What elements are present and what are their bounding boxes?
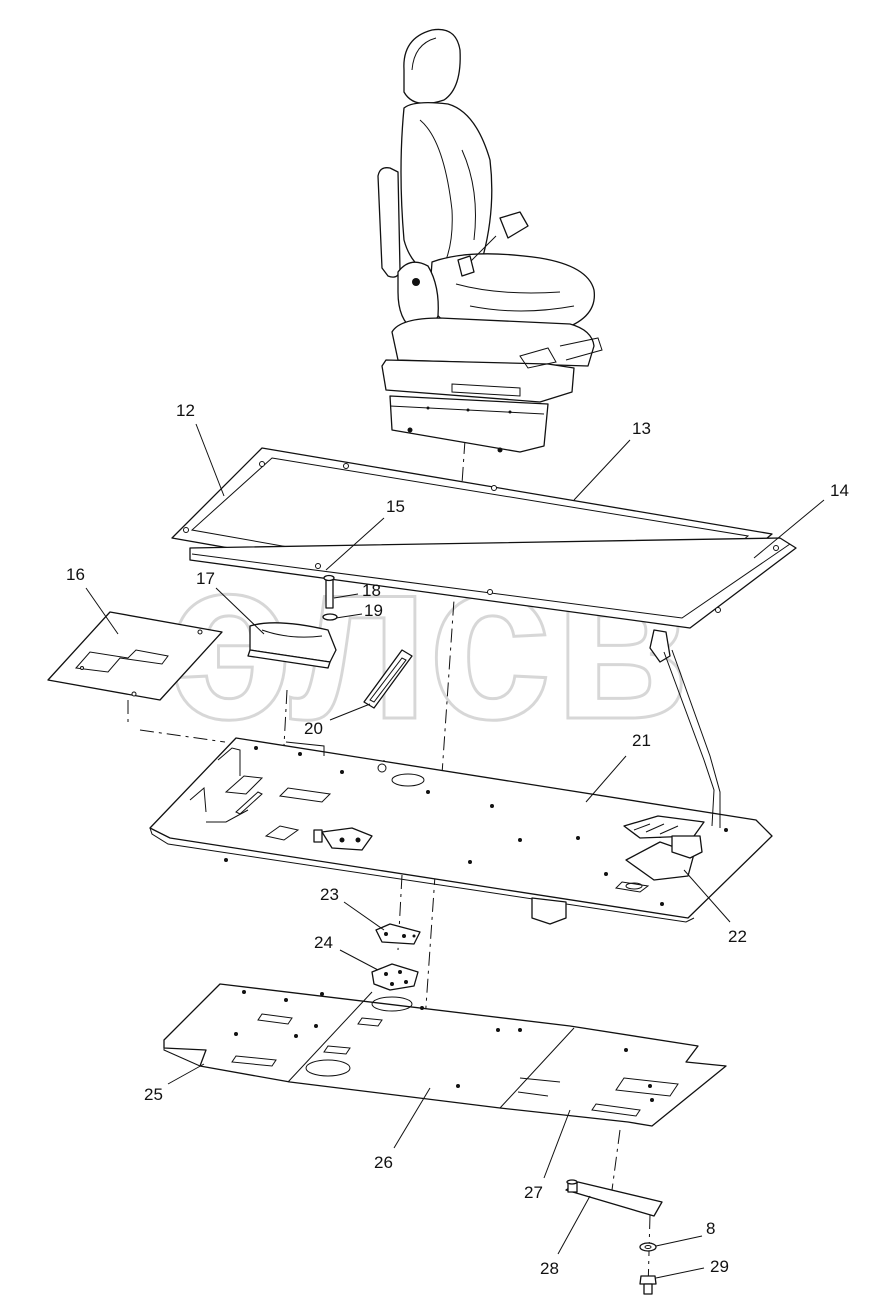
operator-seat bbox=[377, 28, 603, 453]
callout-15: 15 bbox=[386, 497, 405, 516]
callout-24: 24 bbox=[314, 933, 333, 952]
callout-18: 18 bbox=[362, 581, 381, 600]
callout-26: 26 bbox=[374, 1153, 393, 1172]
hex-bolt bbox=[639, 1275, 657, 1295]
lower-floor-plates bbox=[163, 983, 727, 1127]
callout-27: 27 bbox=[524, 1183, 543, 1202]
leader-lines bbox=[85, 423, 825, 1279]
callout-19: 19 bbox=[364, 601, 383, 620]
small-bracket-plate bbox=[565, 1179, 663, 1217]
callout-22: 22 bbox=[728, 927, 747, 946]
hinge-bracket bbox=[375, 923, 421, 945]
callout-14: 14 bbox=[830, 481, 849, 500]
pedestal-bracket bbox=[247, 574, 338, 669]
washer bbox=[639, 1242, 657, 1252]
callout-labels: 12 13 14 15 16 17 18 19 20 21 22 23 24 2… bbox=[66, 401, 849, 1278]
callout-12: 12 bbox=[176, 401, 195, 420]
main-floor-plate bbox=[149, 737, 773, 925]
turntable-plate bbox=[371, 963, 419, 991]
callout-29: 29 bbox=[710, 1257, 729, 1276]
callout-8: 8 bbox=[706, 1219, 715, 1238]
callout-13: 13 bbox=[632, 419, 651, 438]
cover-plate bbox=[189, 537, 797, 629]
callout-21: 21 bbox=[632, 731, 651, 750]
callout-25: 25 bbox=[144, 1085, 163, 1104]
small-floor-plate bbox=[47, 611, 223, 701]
callout-20: 20 bbox=[304, 719, 323, 738]
callout-16: 16 bbox=[66, 565, 85, 584]
callout-28: 28 bbox=[540, 1259, 559, 1278]
pedal-assembly bbox=[623, 629, 721, 881]
callout-23: 23 bbox=[320, 885, 339, 904]
gasket-frame bbox=[363, 649, 413, 709]
callout-17: 17 bbox=[196, 569, 215, 588]
